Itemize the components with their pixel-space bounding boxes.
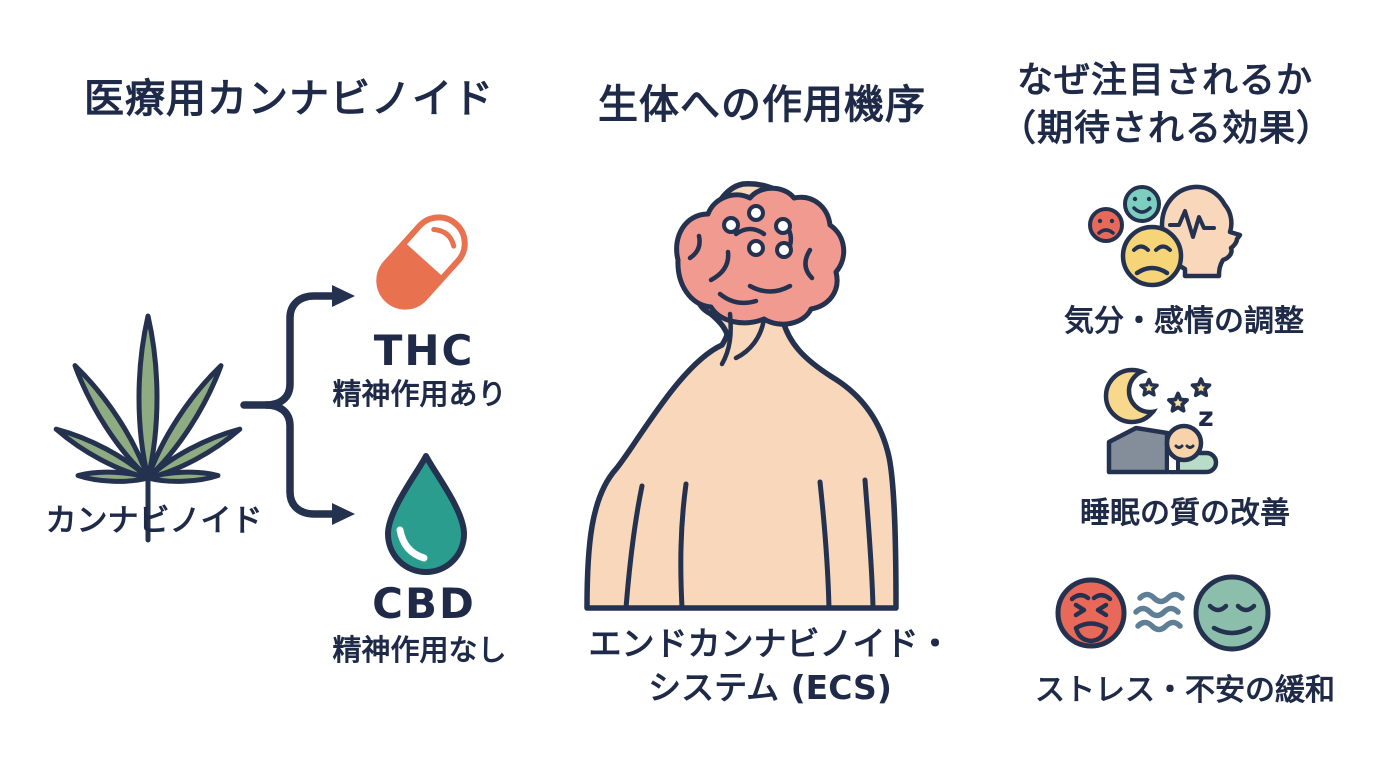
droplet-highlight [396, 526, 428, 562]
arrowhead-to-cbd [332, 503, 355, 525]
sad-red-face-icon [1088, 207, 1124, 243]
benefit-stress-label: ストレス・不安の緩和 [1035, 673, 1335, 708]
sleep-icons: z [1103, 367, 1219, 475]
column3-title-line1: なぜ注目されるか [1016, 60, 1313, 101]
ecs-caption-line2: システム (ECS) [648, 668, 892, 707]
sleeping-person-icon [1106, 423, 1219, 475]
arrowhead-to-thc [332, 285, 355, 307]
brainwave-line [1168, 209, 1216, 239]
blanket [1106, 425, 1170, 475]
down-yellow-face-icon [1120, 224, 1184, 288]
thc-name: THC [373, 326, 475, 375]
sleep-z-glyph: z [1198, 402, 1214, 433]
benefit-mood-label: 気分・感情の調整 [1064, 304, 1304, 339]
column2-title: 生体への作用機序 [598, 82, 926, 128]
thc-note: 精神作用あり [332, 377, 507, 411]
brain-gyri [687, 217, 815, 367]
stress-icons [1055, 574, 1271, 652]
branch-arrows [240, 285, 355, 525]
mood-icons [1088, 184, 1243, 288]
human-body-figure [584, 181, 899, 611]
sleeper-head [1164, 423, 1204, 463]
ecs-caption: エンドカンナビノイド・ システム (ECS) [585, 622, 955, 710]
moon-icon [1103, 367, 1161, 425]
stars-icon [1139, 377, 1212, 413]
arm-contours [623, 477, 876, 611]
stressed-face-icon [1055, 577, 1127, 649]
benefit-sleep-label: 睡眠の質の改善 [1080, 496, 1290, 531]
calming-waves-icon [1133, 591, 1185, 633]
thc-capsule-icon [376, 214, 468, 310]
ecs-caption-line1: エンドカンナビノイド・ [588, 624, 952, 663]
cannabinoid-label: カンナビノイド [45, 503, 263, 539]
column3-title-line2: （期待される効果） [1000, 108, 1334, 149]
receptor-dots [722, 204, 793, 259]
column1-title: 医療用カンナビノイド [84, 76, 494, 122]
calm-face-icon [1193, 574, 1271, 652]
cannabis-leaf-icon [53, 313, 243, 543]
cbd-droplet-icon [385, 453, 467, 575]
cbd-name: CBD [372, 579, 476, 628]
cbd-note: 精神作用なし [332, 633, 507, 667]
happy-teal-face-icon [1123, 185, 1161, 223]
column3-title: なぜ注目されるか （期待される効果） [1000, 57, 1334, 153]
